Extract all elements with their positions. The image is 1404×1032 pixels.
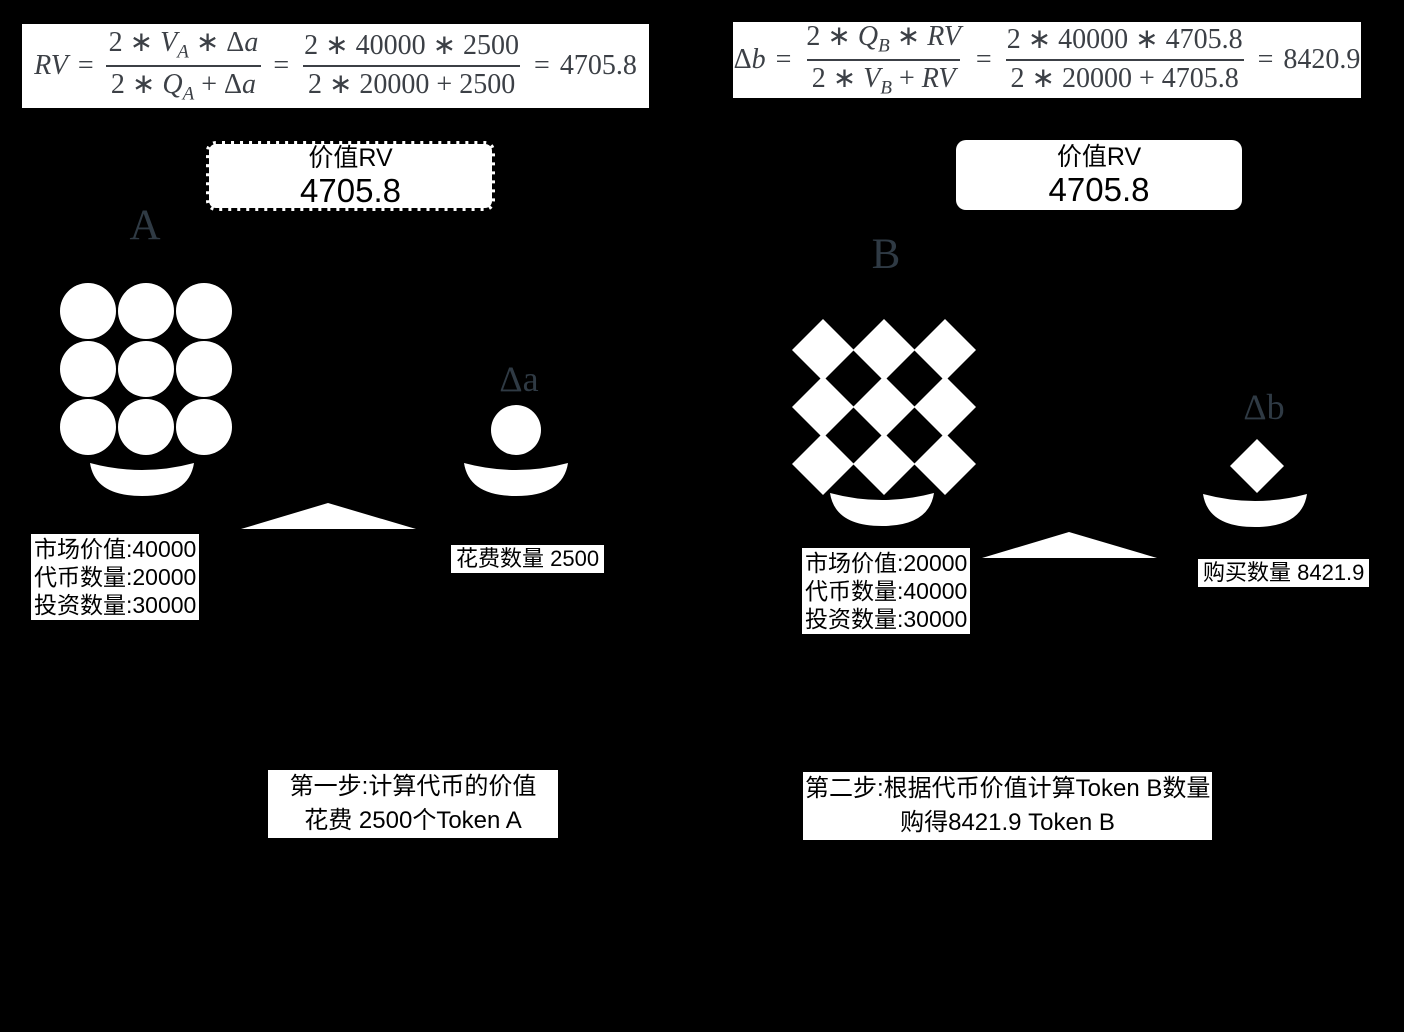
delta-a-label: Δa [499, 359, 539, 399]
fulcrum-triangle-icon [241, 503, 416, 529]
fraction-denominator: 2 ∗ VB + RV [806, 59, 961, 98]
token-circle [176, 283, 232, 339]
spend-amount-tag: 花费数量 2500 [451, 545, 605, 573]
rv-box-value: 4705.8 [1048, 171, 1150, 208]
formula-box-step2: Δb = 2 ∗ QB ∗ RV 2 ∗ VB + RV = 2 ∗ 40000… [733, 22, 1361, 98]
token-diamond [792, 376, 854, 438]
token-circle [118, 283, 174, 339]
token-diamond [792, 433, 854, 495]
token-diamond [1230, 439, 1284, 493]
formula-step1: RV = 2 ∗ VA ∗ Δa 2 ∗ QA + Δa = 2 ∗ 40000… [34, 27, 637, 104]
token-diamond [914, 319, 976, 381]
formula-lhs-rv: RV [34, 49, 68, 81]
equals-sign: = [1257, 43, 1274, 75]
market-value-line: 市场价值:20000 [805, 550, 968, 576]
token-diamond [853, 376, 915, 438]
token-a-label: A [129, 202, 161, 249]
formula-result: 8420.9 [1283, 43, 1361, 75]
token-b-info-box: 市场价值:20000 代币数量:40000 投资数量:30000 [802, 548, 971, 634]
rv-value-box-step1: 价值RV 4705.8 [206, 141, 495, 211]
numeric-fraction: 2 ∗ 40000 ∗ 2500 2 ∗ 20000 + 2500 [299, 30, 524, 101]
invest-count-line: 投资数量:30000 [34, 592, 197, 618]
token-a-pile-icon [60, 283, 232, 455]
step1-caption-line2: 花费 2500个Token A [304, 807, 522, 834]
fraction-numerator: 2 ∗ VA ∗ Δa [108, 27, 259, 63]
fraction-denominator: 2 ∗ QA + Δa [105, 65, 262, 104]
fulcrum-triangle-icon [982, 532, 1157, 558]
triangle-shape [982, 532, 1157, 558]
fraction-denominator: 2 ∗ 20000 + 4705.8 [1005, 59, 1244, 95]
scale-pan-icon [90, 463, 194, 496]
equals-sign: = [775, 43, 792, 75]
rv-value-box-step2: 价值RV 4705.8 [956, 140, 1242, 210]
token-circle [60, 341, 116, 397]
step1-caption-box: 第一步:计算代币的价值 花费 2500个Token A [268, 770, 558, 838]
token-b-pile-icon [792, 319, 976, 495]
scale-pan-icon [1203, 494, 1307, 527]
token-diamond [914, 433, 976, 495]
pan-shape [830, 493, 934, 526]
delta-a-token-icon [491, 405, 541, 455]
step2-caption-line1: 第二步:根据代币价值计算Token B数量 [805, 775, 1211, 802]
equals-sign: = [273, 49, 290, 81]
fraction-numerator: 2 ∗ 40000 ∗ 4705.8 [1006, 24, 1243, 56]
token-circle [118, 399, 174, 455]
fraction-numerator: 2 ∗ QB ∗ RV [806, 21, 961, 57]
token-a-info-box: 市场价值:40000 代币数量:20000 投资数量:30000 [31, 534, 200, 620]
equals-sign: = [77, 49, 94, 81]
step1-caption-line1: 第一步:计算代币的价值 [289, 773, 537, 800]
symbolic-fraction: 2 ∗ VA ∗ Δa 2 ∗ QA + Δa [104, 27, 264, 104]
token-diamond [853, 433, 915, 495]
formula-result: 4705.8 [559, 49, 637, 81]
equals-sign: = [975, 43, 992, 75]
numeric-fraction: 2 ∗ 40000 ∗ 4705.8 2 ∗ 20000 + 4705.8 [1002, 24, 1248, 95]
token-circle [176, 341, 232, 397]
step2-caption-box: 第二步:根据代币价值计算Token B数量 购得8421.9 Token B [803, 772, 1212, 840]
token-count-line: 代币数量:20000 [34, 564, 197, 590]
step2-caption-line2: 购得8421.9 Token B [900, 809, 1115, 836]
delta-b-label: Δb [1243, 387, 1285, 427]
token-circle [118, 341, 174, 397]
invest-count-line: 投资数量:30000 [805, 606, 968, 632]
token-b-label: B [871, 231, 901, 278]
equals-sign: = [534, 49, 550, 81]
triangle-shape [241, 503, 416, 529]
formula-lhs-delta-b: Δb [733, 43, 766, 75]
delta-b-token-icon [1230, 439, 1284, 493]
buy-amount-tag: 购买数量 8421.9 [1198, 559, 1370, 587]
pan-shape [90, 463, 194, 496]
token-circle [491, 405, 541, 455]
token-diamond [853, 319, 915, 381]
scale-pan-icon [830, 493, 934, 526]
symbolic-fraction: 2 ∗ QB ∗ RV 2 ∗ VB + RV [801, 21, 965, 98]
token-circle [60, 399, 116, 455]
fraction-denominator: 2 ∗ 20000 + 2500 [302, 65, 521, 101]
token-diamond [792, 319, 854, 381]
token-count-line: 代币数量:40000 [805, 578, 968, 604]
token-diamond [914, 376, 976, 438]
pan-shape [1203, 494, 1307, 527]
rv-box-title: 价值RV [308, 144, 393, 172]
formula-box-step1: RV = 2 ∗ VA ∗ Δa 2 ∗ QA + Δa = 2 ∗ 40000… [22, 24, 649, 108]
market-value-line: 市场价值:40000 [34, 536, 197, 562]
pan-shape [464, 463, 568, 496]
rv-box-value: 4705.8 [300, 172, 401, 209]
scale-pan-icon [464, 463, 568, 496]
formula-step2: Δb = 2 ∗ QB ∗ RV 2 ∗ VB + RV = 2 ∗ 40000… [733, 21, 1361, 98]
rv-box-title: 价值RV [1056, 143, 1142, 171]
token-circle [176, 399, 232, 455]
token-circle [60, 283, 116, 339]
fraction-numerator: 2 ∗ 40000 ∗ 2500 [304, 30, 520, 62]
